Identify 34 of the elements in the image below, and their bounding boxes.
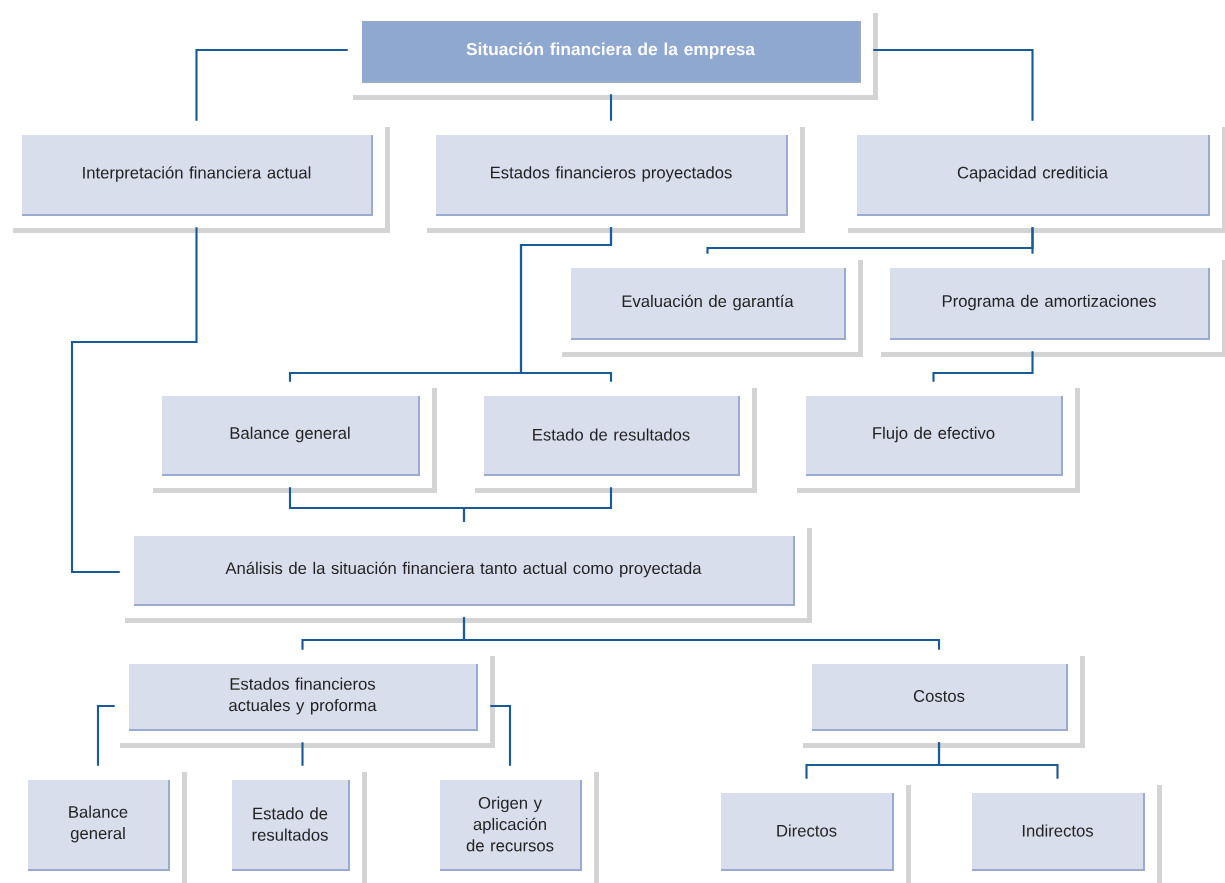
connector-line bbox=[932, 351, 1034, 382]
connector-line bbox=[301, 742, 304, 766]
connector-line bbox=[462, 487, 613, 522]
connector-line bbox=[96, 704, 115, 766]
connector-line bbox=[195, 48, 348, 121]
connector-line bbox=[1031, 227, 1034, 254]
process-box: Interpretación financiera actual bbox=[8, 122, 390, 233]
node-label: Situación financiera de la empresa bbox=[466, 42, 756, 59]
header-box: Situación financiera de la empresa bbox=[348, 8, 878, 100]
process-box: Evaluación de garantía bbox=[557, 255, 863, 357]
process-box: Balance general bbox=[14, 767, 187, 883]
process-box: Análisis de la situación financiera tanto actual como proyectada bbox=[120, 523, 812, 623]
process-box: Balance general bbox=[148, 383, 437, 493]
connector-line bbox=[609, 94, 613, 121]
connector-line bbox=[70, 227, 198, 574]
process-box: Estados financieros proyectados bbox=[422, 122, 805, 233]
process-box: Estados financieros actuales y proforma bbox=[115, 651, 495, 748]
connector-line bbox=[519, 227, 613, 382]
process-box: Estado de resultados bbox=[218, 767, 367, 883]
connector-line bbox=[462, 617, 941, 650]
process-box: Directos bbox=[707, 780, 911, 883]
process-box: Capacidad crediticia bbox=[843, 122, 1225, 233]
node-label: Interpretación financiera actual bbox=[83, 166, 311, 182]
process-box: Origen y aplicación de recursos bbox=[426, 767, 599, 883]
process-box: Flujo de efectivo bbox=[792, 383, 1080, 493]
node-label: Estados financieros actuales y proforma bbox=[229, 677, 377, 715]
process-box: Estado de resultados bbox=[470, 383, 757, 493]
process-box: Indirectos bbox=[958, 780, 1162, 883]
connector-line bbox=[490, 704, 512, 766]
connector-line bbox=[873, 48, 1034, 121]
connector-line bbox=[937, 742, 1059, 779]
process-box: Costos bbox=[798, 651, 1085, 748]
process-box: Programa de amortizaciones bbox=[876, 255, 1225, 357]
node-label: Estados financieros proyectados bbox=[491, 166, 732, 182]
